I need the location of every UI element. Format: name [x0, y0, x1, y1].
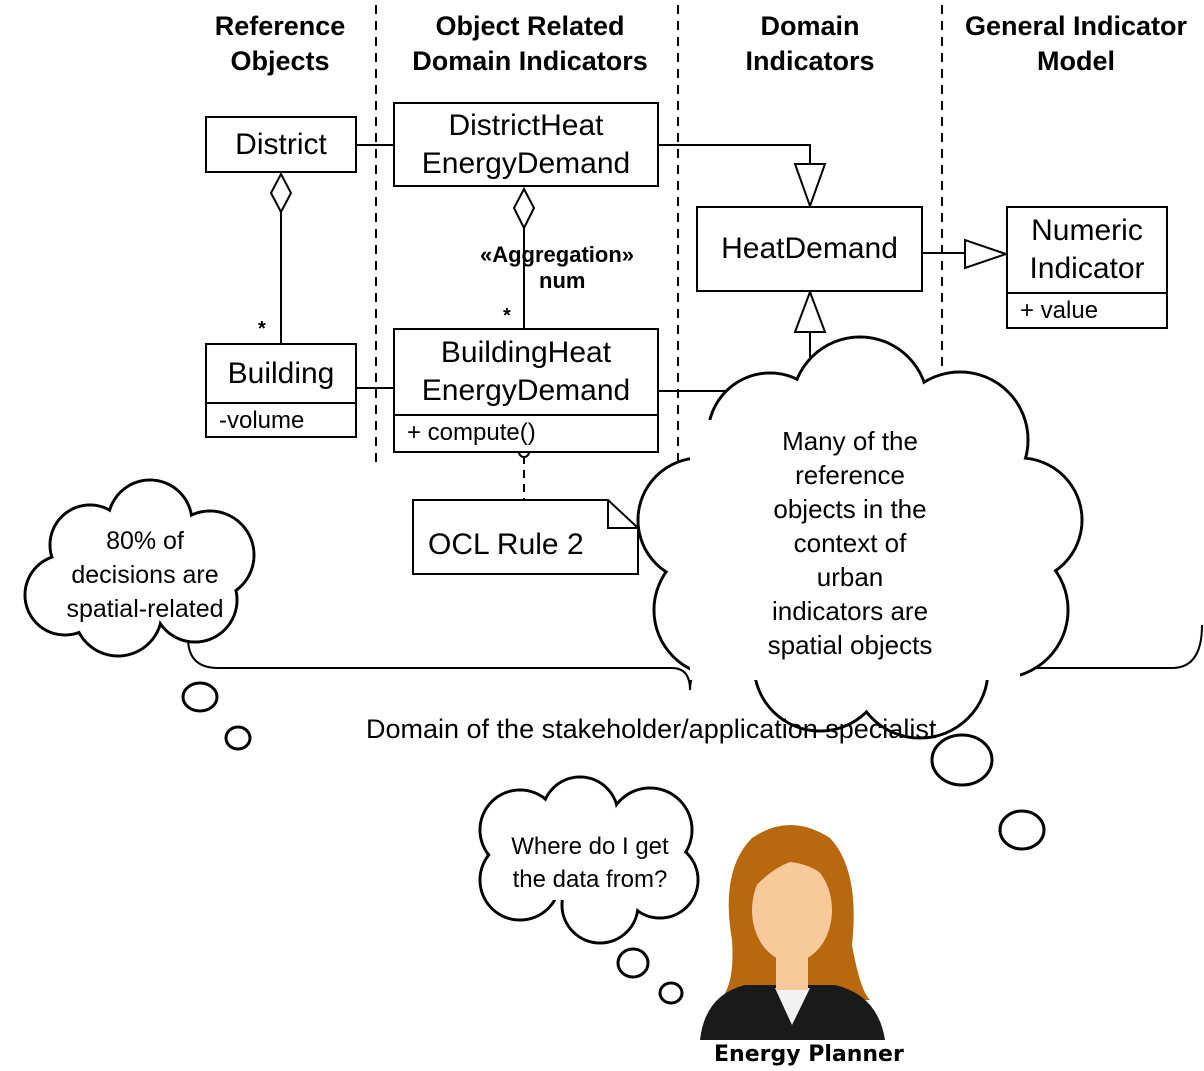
generalization-arrow-icon: [793, 289, 827, 333]
aggregation-diamond-icon: [269, 171, 293, 215]
aggregation-role-label: num: [539, 268, 586, 293]
multiplicity-building: *: [258, 318, 266, 340]
generalization-arrow-icon: [964, 238, 1010, 270]
class-building: Building -volume: [205, 343, 357, 438]
class-attribute: + value: [1008, 292, 1166, 327]
domain-brace-label: Domain of the stakeholder/application sp…: [366, 714, 937, 744]
column-separators: [375, 5, 943, 465]
multiplicity-building-heat: *: [503, 305, 511, 327]
aggregation-stereotype-label: «Aggregation»: [480, 242, 635, 267]
energy-planner-avatar-icon: [700, 825, 885, 1040]
ocl-note-text: OCL Rule 2: [428, 528, 584, 561]
energy-planner-label: Energy Planner: [714, 1042, 904, 1067]
class-name: Building: [227, 356, 335, 390]
class-attribute: -volume: [207, 402, 355, 436]
domain-brace: [187, 624, 1203, 691]
ocl-note-shape: [412, 499, 639, 575]
class-name: HeatDemand: [721, 232, 898, 265]
aggregation-diamond-icon: [512, 186, 536, 231]
class-heat-demand: HeatDemand: [696, 206, 923, 292]
class-district: District: [205, 116, 357, 173]
class-name: District: [235, 127, 327, 161]
generalization-arrow-icon: [793, 163, 827, 209]
class-attribute: + compute(): [395, 414, 657, 451]
